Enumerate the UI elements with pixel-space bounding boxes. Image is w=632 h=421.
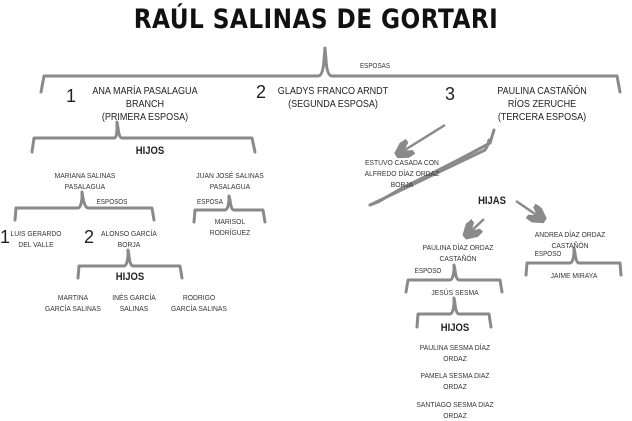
wife-3-number: 3 <box>445 84 456 104</box>
paulina-esposo-label: ESPOSO <box>414 268 442 275</box>
paulina-hijos-label: HIJOS <box>440 322 470 334</box>
prior-marriage: ESTUVO CASADA CON ALFREDO DÍAZ ORDAZ BOR… <box>361 157 444 190</box>
arrow-to-paulina <box>468 218 485 234</box>
andrea-esposo-label: ESPOSO <box>534 251 562 258</box>
hijos-label-1: HIJOS <box>135 145 165 157</box>
hijos-label-2: HIJOS <box>115 271 145 283</box>
grandchild-santiago-line2: ORDAZ <box>443 411 467 420</box>
child-ines-line1: INÉS GARCÍA <box>112 293 156 302</box>
hijos-bracket-2 <box>76 248 184 280</box>
spouse-luis-line1: LUIS GERARDO <box>10 229 62 238</box>
wife-1-name-line2: BRANCH <box>125 98 165 110</box>
page-title: RAÚL SALINAS DE GORTARI <box>133 4 499 35</box>
mariana-line1: MARIANA SALINAS <box>54 171 116 180</box>
spouse-2-number: 2 <box>84 227 95 247</box>
prior-marriage-line1: ESTUVO CASADA CON <box>365 158 439 167</box>
spouse-luis-line2: DEL VALLE <box>18 240 54 249</box>
paulina-esposo-bracket <box>404 263 504 294</box>
esposas-label: ESPOSAS <box>359 63 391 70</box>
wife-3-name-line1: PAULINA CASTAÑÓN <box>497 85 587 97</box>
esposos-label: ESPOSOS <box>96 199 128 206</box>
paulina-hijos-bracket <box>415 296 493 329</box>
andrea-line1: ANDREA DÍAZ ORDAZ <box>534 230 606 239</box>
grandchild-santiago-line1: SANTIAGO SESMA DIAZ <box>416 400 494 409</box>
spouse-alonso-line2: BORJA <box>117 240 141 249</box>
wife-1-number: 1 <box>66 86 77 106</box>
paulina-diaz-ordaz-line1: PAULINA DÍAZ ORDAZ <box>422 243 494 252</box>
spouse-jaime-miraya: JAIME MIRAYA <box>550 271 598 280</box>
juan-jose-line1: JUAN JOSÉ SALINAS <box>196 171 264 180</box>
wife-2-name-line1: GLADYS FRANCO ARNDT <box>277 85 389 97</box>
wife-1-name-line1: ANA MARÍA PASALAGUA <box>92 85 198 97</box>
wife-1-role: (PRIMERA ESPOSA) <box>101 111 189 123</box>
child-martina: MARTINA GARCÍA SALINAS <box>34 292 111 314</box>
spouse-marisol-line2: RODRÍGUEZ <box>209 228 251 237</box>
grandchild-pamela-line2: ORDAZ <box>443 382 467 391</box>
child-rodrigo-line1: RODRIGO <box>182 293 216 302</box>
paulina-diaz-ordaz-line2: CASTAÑÓN <box>439 254 477 263</box>
paulina-diaz-ordaz: PAULINA DÍAZ ORDAZ CASTAÑÓN <box>415 242 501 264</box>
child-rodrigo-line2: GARCÍA SALINAS <box>171 304 227 313</box>
grandchild-paulina: PAULINA SESMA DÍAZ ORDAZ <box>410 342 500 364</box>
esposa-label: ESPOSA <box>197 199 223 206</box>
mariana-line2: PASALAGUA <box>64 182 106 191</box>
wife-2-role: (SEGUNDA ESPOSA) <box>288 98 378 110</box>
third-wife-bracket <box>368 128 496 207</box>
spouse-jesus-sesma: JESÚS SESMA <box>431 288 479 297</box>
andrea-line2: CASTAÑÓN <box>551 241 589 250</box>
juan-jose: JUAN JOSÉ SALINAS PASALAGUA <box>190 170 271 192</box>
prior-marriage-line2: ALFREDO DÍAZ ORDAZ <box>364 169 440 178</box>
third-wife-diagonal <box>368 138 491 207</box>
grandchild-paulina-line2: ORDAZ <box>443 354 467 363</box>
wife-3-name: PAULINA CASTAÑÓN RÍOS ZERUCHE (TERCERA E… <box>494 85 590 124</box>
child-rodrigo: RODRIGO GARCÍA SALINAS <box>168 292 231 314</box>
juan-jose-line2: PASALAGUA <box>209 182 251 191</box>
esposa-bracket <box>192 194 267 224</box>
spouse-alonso: ALONSO GARCÍA BORJA <box>98 228 161 250</box>
arrow-to-prior-marriage <box>400 123 446 153</box>
wife-1-name: ANA MARÍA PASALAGUA BRANCH (PRIMERA ESPO… <box>89 85 201 124</box>
wife-2-number: 2 <box>256 82 267 102</box>
andrea-esposo-bracket <box>524 246 623 277</box>
spouse-marisol: MARISOL RODRÍGUEZ <box>203 216 257 238</box>
hijos-bracket-1 <box>30 120 257 154</box>
wife-2-name: GLADYS FRANCO ARNDT (SEGUNDA ESPOSA) <box>277 85 389 111</box>
wife-3-name-line2: RÍOS ZERUCHE <box>507 98 577 110</box>
wife-3-role: (TERCERA ESPOSA) <box>497 111 587 123</box>
grandchild-santiago: SANTIAGO SESMA DIAZ ORDAZ <box>406 399 505 421</box>
child-martina-line1: MARTINA <box>57 293 89 302</box>
child-martina-line2: GARCÍA SALINAS <box>45 304 101 313</box>
hijas-label: HIJAS <box>478 195 506 207</box>
child-ines-line2: SALINAS <box>119 304 149 313</box>
esposos-bracket <box>13 190 156 222</box>
andrea-diaz-ordaz: ANDREA DÍAZ ORDAZ CASTAÑÓN <box>527 229 613 251</box>
esposas-bracket <box>39 46 622 94</box>
arrow-to-andrea <box>515 199 541 218</box>
spouse-1-number: 1 <box>0 227 11 247</box>
mariana: MARIANA SALINAS PASALAGUA <box>45 170 126 192</box>
spouse-luis: LUIS GERARDO DEL VALLE <box>9 228 63 250</box>
grandchild-pamela: PAMELA SESMA DIAZ ORDAZ <box>410 370 500 392</box>
grandchild-paulina-line1: PAULINA SESMA DÍAZ <box>419 343 491 352</box>
spouse-marisol-line1: MARISOL <box>214 217 246 226</box>
prior-marriage-line3: BORJA <box>390 180 414 189</box>
spouse-alonso-line1: ALONSO GARCÍA <box>101 229 157 238</box>
grandchild-pamela-line1: PAMELA SESMA DIAZ <box>420 371 490 380</box>
child-ines: INÉS GARCÍA SALINAS <box>107 292 161 314</box>
